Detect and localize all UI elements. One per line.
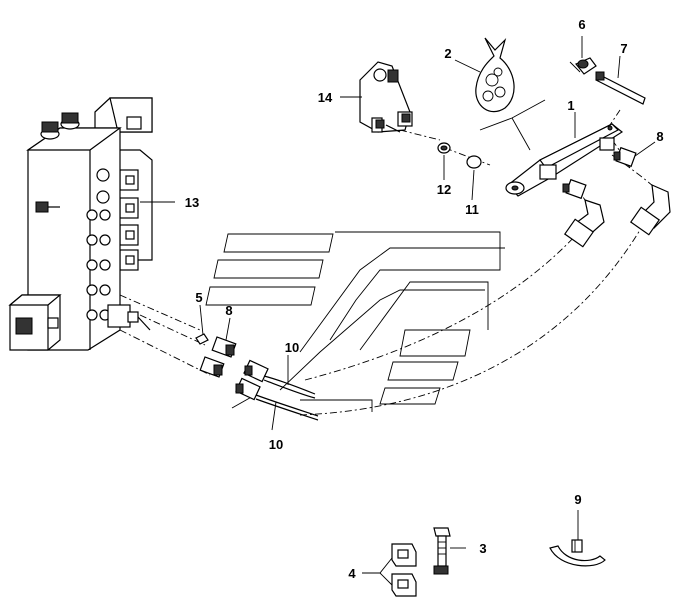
callout-14: 14 <box>318 90 333 105</box>
callout-10-upper: 10 <box>285 340 299 355</box>
callout-labels: 1 2 3 4 5 6 7 8 8 9 10 10 11 12 13 14 <box>185 17 664 581</box>
callout-8-left: 8 <box>225 303 232 318</box>
hoses-left <box>235 359 319 421</box>
callout-10-lower: 10 <box>269 437 283 452</box>
adapter-fittings-left <box>199 336 237 378</box>
callout-11: 11 <box>465 202 479 217</box>
pin-rod <box>569 61 646 105</box>
bracket-plate <box>359 61 413 133</box>
bolt <box>433 527 451 575</box>
callout-4: 4 <box>348 566 356 581</box>
callout-12: 12 <box>437 182 451 197</box>
callout-2: 2 <box>444 46 451 61</box>
parts-bag <box>475 37 515 113</box>
background-decal-outlines <box>205 231 505 412</box>
cylinder-fittings <box>562 146 637 200</box>
hydraulic-cylinder <box>479 99 624 197</box>
callout-7: 7 <box>620 41 627 56</box>
o-ring <box>466 155 482 169</box>
callout-3: 3 <box>479 541 486 556</box>
callout-6: 6 <box>578 17 585 32</box>
callout-5: 5 <box>195 290 202 305</box>
leader-lines <box>140 36 656 586</box>
nut <box>575 57 597 75</box>
callout-9: 9 <box>574 492 581 507</box>
small-plug <box>195 333 209 345</box>
callout-1: 1 <box>567 98 574 113</box>
callout-13: 13 <box>185 195 199 210</box>
nut-blocks <box>391 543 417 597</box>
control-valve-block <box>8 97 153 351</box>
cable-tie <box>549 539 606 567</box>
hose-elbow-fittings <box>563 184 671 248</box>
washer <box>437 142 451 154</box>
callout-8-right: 8 <box>656 129 663 144</box>
